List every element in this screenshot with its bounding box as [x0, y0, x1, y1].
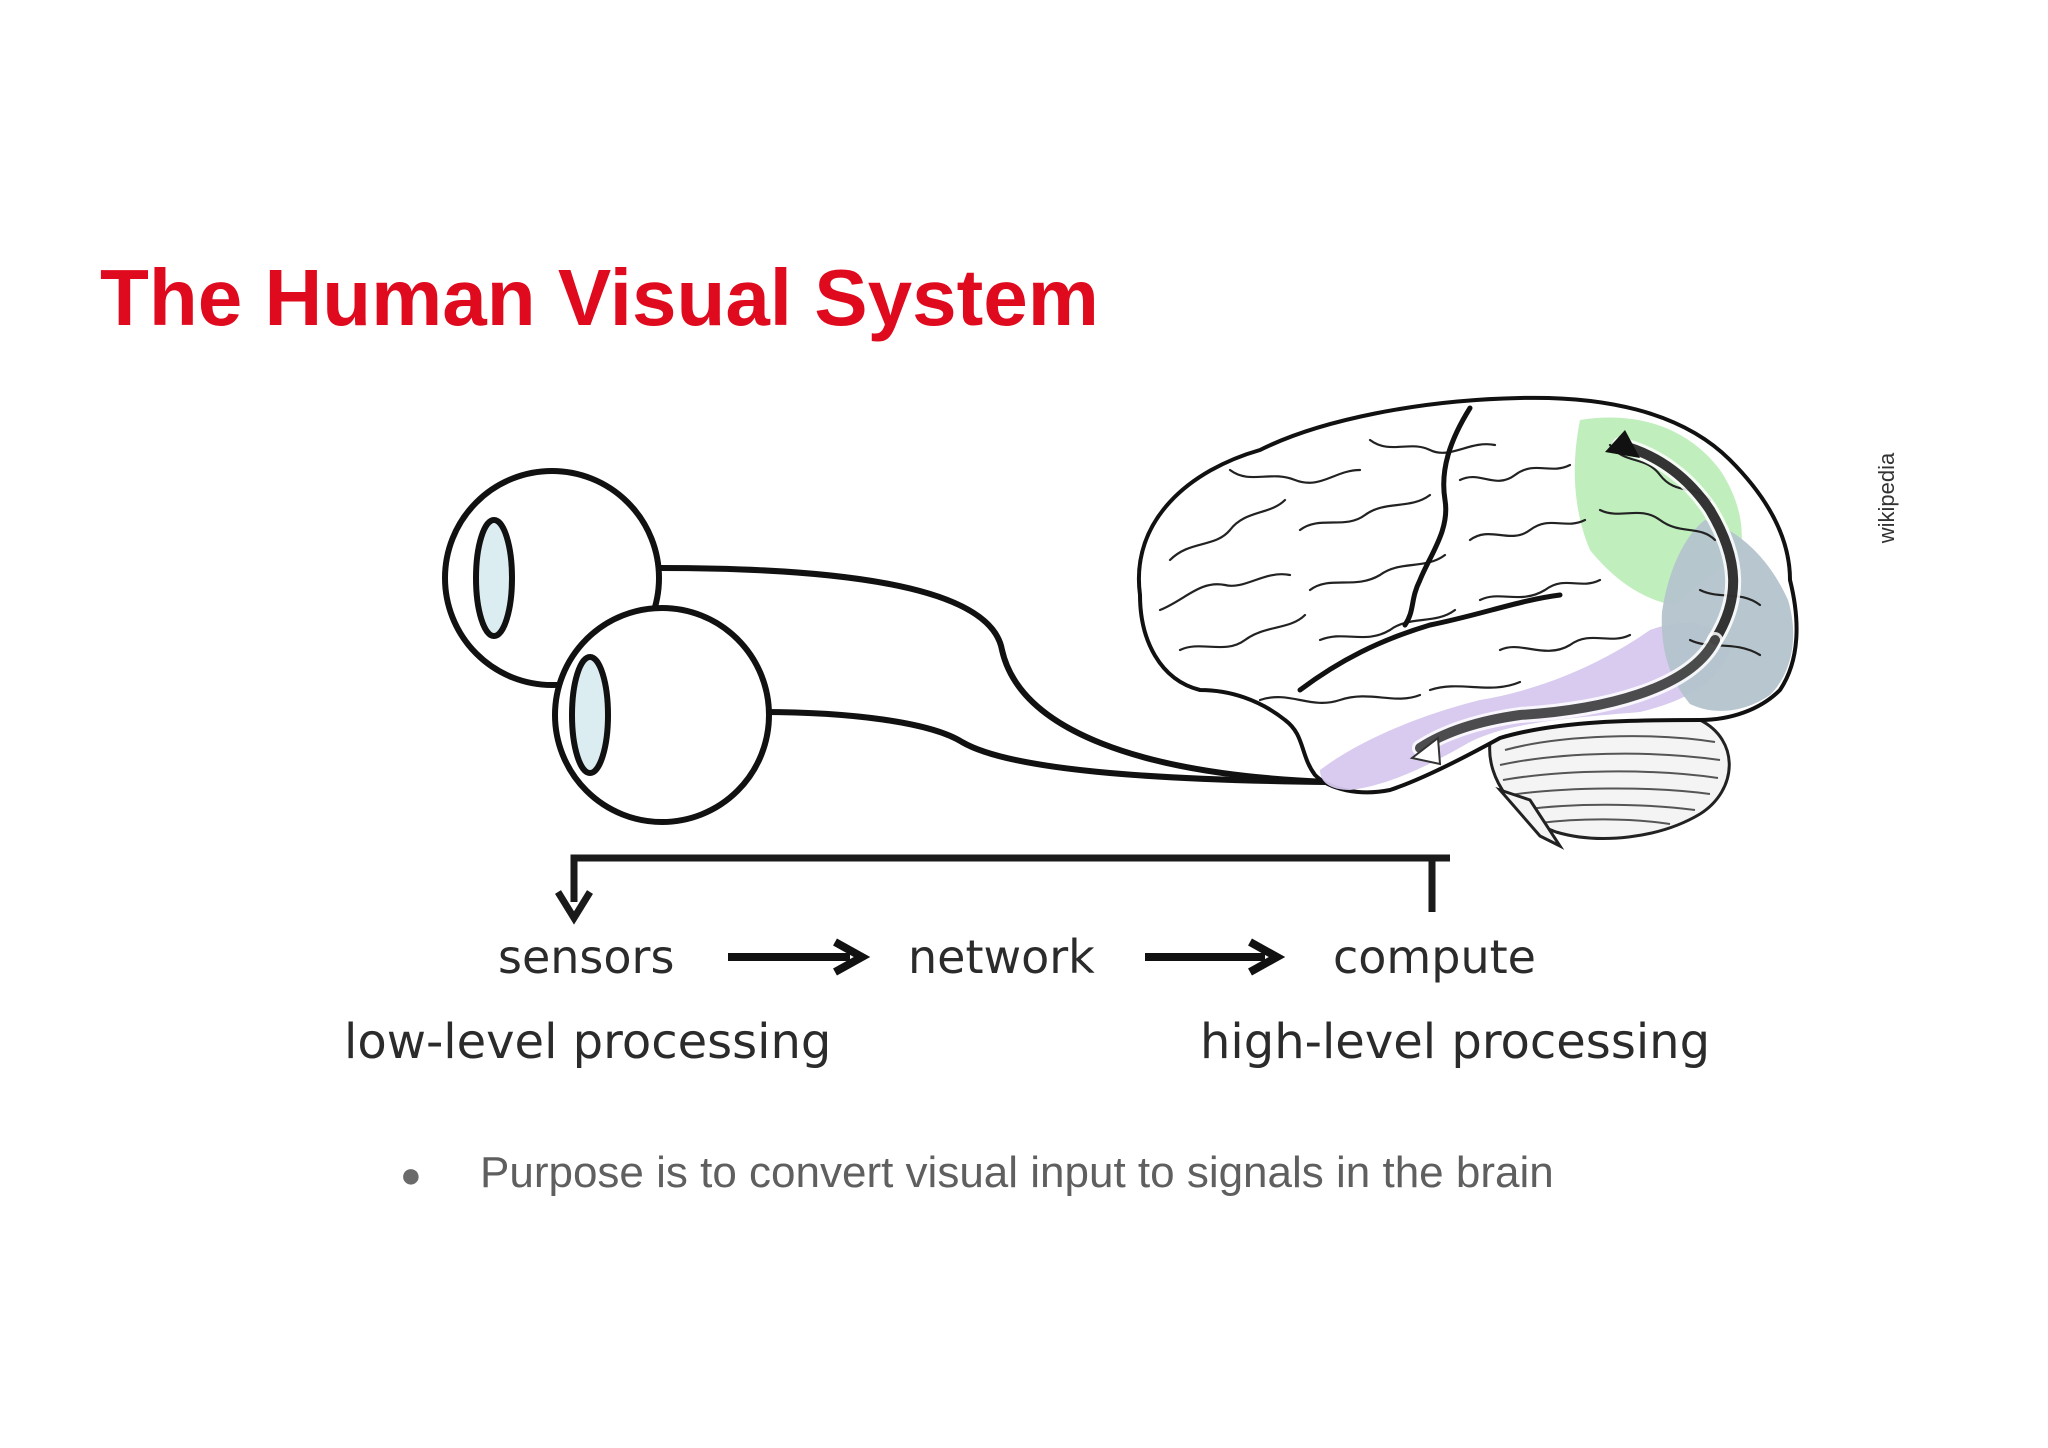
- optic-nerves: [657, 565, 1333, 785]
- stage-network: network: [908, 930, 1095, 984]
- brain-icon: [1136, 395, 1799, 850]
- arrow-down-icon: [555, 890, 593, 925]
- stage-compute: compute: [1333, 930, 1536, 984]
- feedback-bracket: [570, 854, 1450, 912]
- arrow-right-icon: [728, 938, 871, 976]
- image-credit: wikipedia: [1874, 452, 1899, 544]
- arrow-right-icon: [1145, 938, 1286, 976]
- bullet-text: Purpose is to convert visual input to si…: [480, 1148, 1554, 1197]
- bullet-item: ● Purpose is to convert visual input to s…: [400, 1148, 1554, 1198]
- level-low: low-level processing: [344, 1014, 832, 1070]
- eye-icon: [552, 605, 772, 825]
- bullet-marker: ●: [400, 1154, 422, 1195]
- level-high: high-level processing: [1200, 1014, 1711, 1070]
- stage-sensors: sensors: [498, 930, 675, 984]
- slide-title: The Human Visual System: [100, 253, 1099, 342]
